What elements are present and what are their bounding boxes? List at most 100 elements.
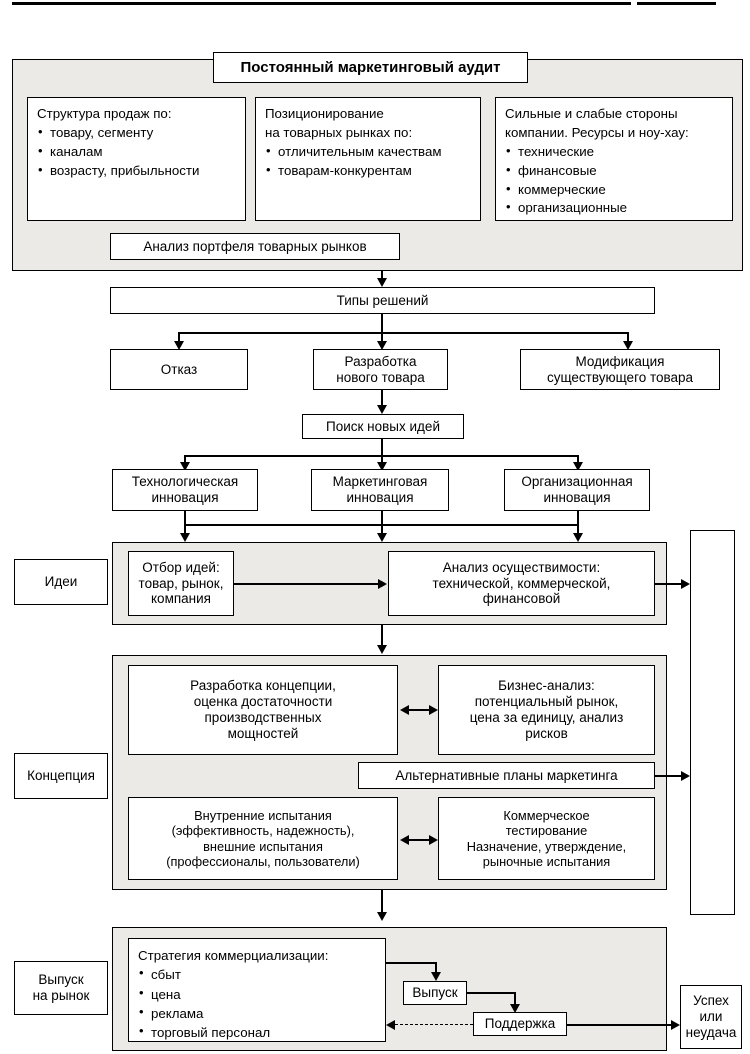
connector-decisions-right-drop [627, 332, 629, 343]
decision-types-box: Типы решений [110, 287, 655, 314]
decision-rejection-label: Отказ [160, 361, 198, 377]
decision-types-label: Типы решений [336, 292, 429, 308]
arrow-commercial-tests-right [429, 835, 438, 845]
arrow-business-right [429, 705, 438, 715]
alternative-plans-box: Альтернативные планы маркетинга [358, 762, 655, 789]
arrow-to-rejection [174, 341, 184, 350]
innovation-organizational-box: Организационная инновация [504, 469, 650, 511]
idea-screening-line3: компания [151, 591, 211, 607]
connector-release-to-support-v [514, 992, 516, 1006]
arrow-concept-to-launch [377, 912, 387, 921]
internal-tests-line3: внешние испытания [203, 838, 323, 854]
commercial-testing-line3: Назначение, утверждение, [466, 838, 627, 854]
concept-development-line1: Разработка концепции, [190, 678, 336, 694]
concept-development-box: Разработка концепции, оценка достаточнос… [128, 665, 398, 755]
connector-search-stem [381, 439, 383, 456]
audit-col3-item: технические [505, 142, 724, 162]
audit-col3-item: финансовые [505, 161, 724, 181]
business-analysis-line4: рисков [525, 725, 568, 741]
arrow-to-org-innovation [573, 462, 583, 471]
header-rule-left [12, 2, 631, 5]
connector-innov-right-up [577, 511, 579, 525]
business-analysis-box: Бизнес-анализ: потенциальный рынок, цена… [438, 665, 655, 755]
audit-col2-heading-line1: Позиционирование [265, 106, 384, 121]
concept-development-line3: производственных [204, 710, 322, 725]
connector-ideas-left-drop [184, 524, 186, 535]
audit-col1-item: товару, сегменту [37, 123, 237, 143]
audit-column-sales-structure: Структура продаж по: товару, сегменту ка… [27, 97, 246, 221]
internal-tests-line1: Внутренние испытания [194, 808, 332, 824]
business-analysis-line2: потенциальный рынок, [474, 694, 619, 710]
innovation-marketing-box: Маркетинговая инновация [311, 469, 449, 511]
arrow-internal-tests-left [400, 835, 409, 845]
connector-decisions-left-drop [178, 332, 180, 343]
commercialization-item: реклама [138, 1003, 377, 1023]
innovation-tech-line2: инновация [151, 490, 219, 505]
header-rule-right [637, 2, 716, 5]
connector-ideas-right-drop [577, 524, 579, 535]
connector-innovation-right-drop [577, 455, 579, 464]
release-label: Выпуск [412, 985, 458, 1001]
feedback-support-to-strategy [395, 1024, 473, 1025]
portfolio-analysis-label: Анализ портфеля товарных рынков [143, 238, 367, 254]
audit-col1-item: возрасту, прибыльности [37, 161, 237, 181]
innovation-org-line1: Организационная [521, 474, 633, 490]
arrow-plans-to-channel [681, 771, 690, 781]
commercialization-item: торговый персонал [138, 1022, 377, 1042]
connector-strategy-to-release-h [386, 962, 436, 964]
innovation-tech-line1: Технологическая [131, 474, 239, 490]
feasibility-analysis-box: Анализ осуществимости: технической, комм… [388, 551, 655, 616]
audit-col3-heading-line2: компании. Ресурсы и ноу-хау: [505, 124, 689, 140]
commercialization-heading: Стратегия коммерциализации: [138, 948, 329, 963]
connector-ideas-mid-drop [381, 524, 383, 535]
stage-label-launch-line1: Выпуск [38, 972, 84, 988]
connector-screening-to-feasibility [234, 583, 378, 585]
business-analysis-line3: цена за единицу, анализ [469, 710, 624, 725]
stage-label-launch-line2: на рынок [32, 988, 90, 1003]
internal-tests-box: Внутренние испытания (эффективность, над… [128, 797, 398, 880]
arrow-to-tech-innovation [180, 462, 190, 471]
audit-col3-item: коммерческие [505, 180, 724, 200]
stage-label-concept: Концепция [14, 753, 108, 799]
arrow-ideas-right [573, 533, 583, 542]
audit-col2-heading-line2: на товарных рынках по: [265, 124, 413, 140]
concept-development-line4: мощностей [227, 725, 299, 741]
connector-decisions-stem [381, 314, 383, 333]
connector-innov-left-up [184, 511, 186, 525]
audit-column-strengths-weaknesses: Сильные и слабые стороны компании. Ресур… [495, 97, 733, 221]
idea-screening-box: Отбор идей: товар, рынок, компания [128, 551, 234, 616]
connector-release-to-support-h [467, 992, 515, 994]
arrow-ideas-mid [377, 533, 387, 542]
arrow-ideas-left [180, 533, 190, 542]
arrow-to-modification [623, 341, 633, 350]
arrow-audit-to-decisions [377, 278, 387, 287]
audit-col3-heading-line1: Сильные и слабые стороны [505, 106, 678, 121]
audit-col2-item: товарам-конкурентам [265, 161, 472, 181]
commercialization-strategy-box: Стратегия коммерциализации: сбыт цена ре… [128, 938, 386, 1042]
alternative-plans-label: Альтернативные планы маркетинга [395, 767, 618, 783]
internal-tests-line4: (профессионалы, пользователи) [166, 853, 360, 869]
connector-innovation-mid-drop [381, 455, 383, 464]
audit-title: Постоянный маркетинговый аудит [213, 52, 528, 83]
arrow-to-new-product [377, 341, 387, 350]
commercialization-item: цена [138, 984, 377, 1004]
commercialization-item: сбыт [138, 964, 377, 984]
feasibility-line3: финансовой [482, 591, 561, 607]
outcome-line2: или [699, 1009, 723, 1025]
support-box: Поддержка [473, 1012, 567, 1036]
connector-plans-to-channel [655, 775, 685, 777]
outcome-line3: неудача [685, 1024, 737, 1040]
stage-label-ideas-text: Идеи [44, 574, 78, 590]
connector-strategy-to-release-v [435, 962, 437, 974]
audit-col3-item: организационные [505, 198, 724, 218]
innovation-org-line2: инновация [543, 490, 611, 505]
connector-ideas-to-concept [381, 625, 383, 647]
business-analysis-line1: Бизнес-анализ: [498, 678, 595, 694]
commercial-testing-line4: рыночные испытания [482, 853, 611, 869]
release-box: Выпуск [403, 981, 467, 1005]
arrow-to-support [510, 1004, 520, 1013]
arrow-feedback-to-strategy [386, 1020, 395, 1030]
right-channel-box [690, 530, 735, 915]
idea-search-box: Поиск новых идей [302, 414, 464, 439]
